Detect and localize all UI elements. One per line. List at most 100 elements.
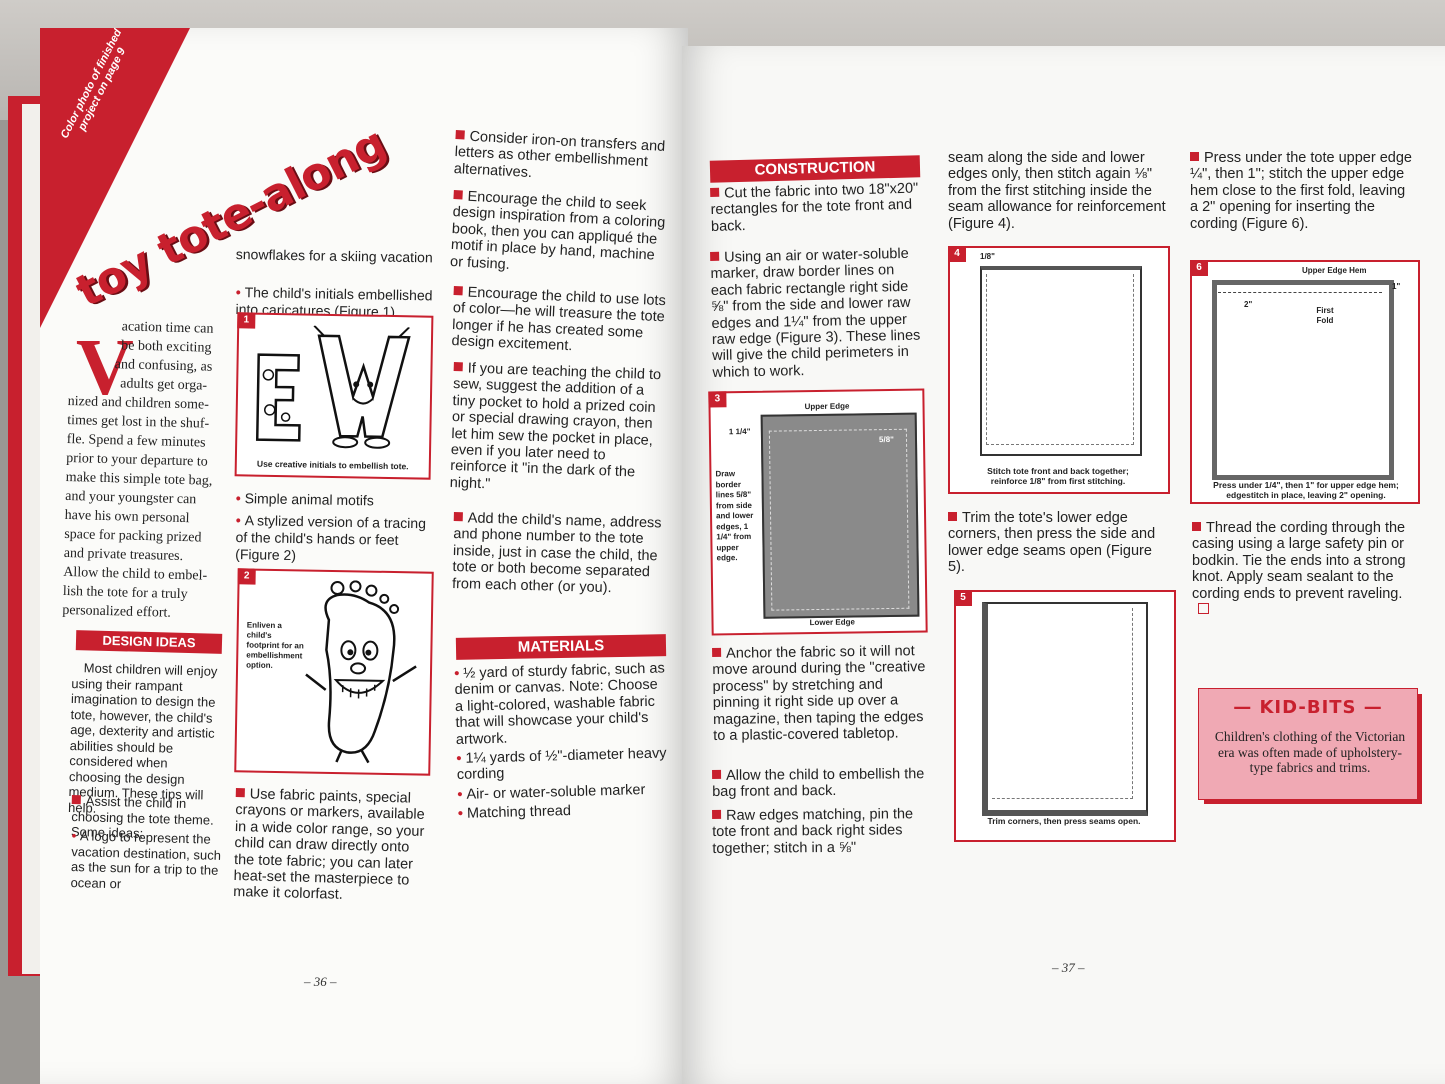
seam-text: seam along the side and lower edges only… — [948, 150, 1166, 232]
two-inch-label: 2" — [1244, 300, 1253, 309]
stitch-lines — [986, 274, 1134, 445]
initials-drawing — [255, 324, 411, 449]
trim-text: Trim the tote's lower edge corners, then… — [948, 510, 1168, 576]
tracing-text: • A stylized version of a tracing of the… — [235, 512, 436, 566]
upper-hem-label: Upper Edge Hem — [1302, 266, 1367, 275]
page-number-left: – 36 – — [304, 974, 337, 989]
lower-edge-label: Lower Edge — [809, 617, 855, 628]
bullet-square — [712, 647, 722, 657]
materials-list: • ½ yard of sturdy fabric, such as denim… — [454, 660, 672, 825]
figure-6: 6 Upper Edge Hem 1" 2" First Fold Press … — [1190, 260, 1420, 504]
tote-outline — [980, 266, 1142, 456]
figure-4: 4 1/8" Stitch tote front and back togeth… — [948, 246, 1170, 494]
hem-line — [1218, 292, 1382, 293]
footprint-drawing — [305, 580, 417, 764]
materials-item-label: Air- or water-soluble marker — [466, 781, 646, 803]
thread-label: Thread the cording through the casing us… — [1192, 520, 1406, 602]
eighth-label: 1/8" — [980, 252, 995, 261]
bullet-square — [712, 769, 722, 779]
figure-number: 2 — [237, 568, 256, 585]
sew-label: If you are teaching the child to sew, su… — [449, 360, 662, 493]
marker-text: Using an air or water-soluble marker, dr… — [710, 245, 931, 381]
bullet-square — [453, 285, 463, 296]
tracing-label: A stylized version of a tracing of the c… — [235, 512, 427, 564]
bullet-square — [712, 809, 722, 819]
cut-text: Cut the fabric into two 18"x20" rectangl… — [710, 180, 929, 235]
upper-edge-label: Upper Edge — [804, 401, 850, 412]
name-text: Add the child's name, address and phone … — [452, 510, 668, 598]
press-label: Press under the tote upper edge ¼", then… — [1190, 150, 1412, 232]
bullet-square — [453, 511, 463, 522]
figure-number: 4 — [948, 246, 966, 262]
design-ideas-heading: DESIGN IDEAS — [75, 630, 223, 654]
thread-text: Thread the cording through the casing us… — [1192, 520, 1418, 618]
bullet-square — [71, 794, 81, 805]
first-fold-label: First Fold — [1316, 306, 1334, 325]
name-label: Add the child's name, address and phone … — [451, 510, 662, 596]
bullet-square — [235, 787, 245, 798]
allow-label: Allow the child to embellish the bag fro… — [712, 766, 925, 801]
tote-outline — [1212, 280, 1394, 480]
allow-text: Allow the child to embellish the bag fro… — [712, 766, 930, 801]
animal-motifs-text: • Simple animal motifs — [236, 490, 436, 510]
marker-label: Using an air or water-soluble marker, dr… — [710, 245, 921, 381]
left-page: Color photo of finished project on page … — [40, 27, 688, 1084]
figure-caption: Use creative initials to embellish tote. — [256, 458, 409, 472]
sew-text: If you are teaching the child to sew, su… — [449, 360, 667, 499]
logo-label: A logo to represent the vacation destina… — [70, 828, 222, 891]
page-number-right: – 37 – — [1052, 960, 1085, 975]
one-inch-label: 1" — [1392, 282, 1401, 291]
logo-text: • A logo to represent the vacation desti… — [70, 828, 222, 894]
figure-1: 1 Use creative initials to embellish tot… — [234, 312, 434, 480]
anchor-text: Anchor the fabric so it will not move ar… — [712, 643, 931, 744]
materials-heading: MATERIALS — [455, 634, 667, 660]
bullet-square — [948, 512, 957, 521]
iron-on-text: Consider iron-on transfers and letters a… — [453, 128, 669, 188]
figure-number: 6 — [1190, 260, 1208, 276]
end-mark-icon — [1198, 603, 1209, 615]
bullet-dot: • — [235, 512, 245, 529]
bullet-square — [453, 361, 463, 372]
materials-item: • 1¼ yards of ½"-diameter heavy cording — [456, 745, 671, 784]
figure-3: 3 Upper Edge 1 1/4" 5/8" Draw border lin… — [708, 388, 928, 636]
figure-caption: Stitch tote front and back together; rei… — [987, 466, 1129, 486]
kidbits-text: Children's clothing of the Victorian era… — [1214, 729, 1406, 775]
materials-item: • Air- or water-soluble marker — [457, 781, 671, 803]
press-text: Press under the tote upper edge ¼", then… — [1190, 150, 1416, 232]
tote-outline — [982, 602, 1148, 816]
bullet-square — [710, 187, 720, 197]
intro-line: personalized effort. — [62, 602, 172, 621]
fabric-paints-text: Use fabric paints, special crayons or ma… — [233, 786, 432, 906]
figure-number: 5 — [954, 590, 972, 606]
kidbits-box: — KID-BITS — Children's clothing of the … — [1198, 688, 1418, 800]
coloring-label: Encourage the child to seek design inspi… — [449, 188, 666, 273]
materials-item: • ½ yard of sturdy fabric, such as denim… — [454, 660, 670, 748]
iron-on-label: Consider iron-on transfers and letters a… — [453, 128, 666, 181]
materials-item-label: 1¼ yards of ½"-diameter heavy cording — [456, 745, 667, 784]
bullet-dot: • — [235, 490, 245, 507]
figure-caption: Trim corners, then press seams open. — [987, 816, 1141, 826]
snowflakes-text: snowflakes for a skiing vacation — [235, 246, 433, 266]
eighth-label: 5/8" — [878, 434, 894, 445]
figure-number: 3 — [708, 391, 727, 408]
anchor-label: Anchor the fabric so it will not move ar… — [712, 643, 926, 745]
bullet-square — [453, 189, 463, 200]
bullet-square — [455, 129, 465, 140]
raw-edges-text: Raw edges matching, pin the tote front a… — [712, 806, 930, 857]
right-page: CONSTRUCTION Cut the fabric into two 18"… — [682, 46, 1445, 1084]
cut-label: Cut the fabric into two 18"x20" rectangl… — [710, 180, 919, 235]
materials-item-label: Matching thread — [466, 803, 572, 822]
kidbits-title: — KID-BITS — — [1233, 697, 1383, 718]
animal-label: Simple animal motifs — [244, 490, 374, 509]
fabric-paints-label: Use fabric paints, special crayons or ma… — [233, 786, 425, 904]
border-lines — [768, 428, 910, 611]
drop-cap: V — [76, 324, 134, 412]
bullet-square — [710, 251, 720, 261]
figure-2: 2 Enliven a child's footprint for an emb… — [234, 568, 434, 776]
side-note: Draw border lines 5/8" from side and low… — [715, 469, 754, 563]
materials-item-label: ½ yard of sturdy fabric, such as denim o… — [454, 660, 665, 748]
stitch-lines — [992, 608, 1133, 799]
figure-5: 5 Trim corners, then press seams open. — [954, 590, 1176, 842]
bullet-square — [1192, 522, 1201, 531]
